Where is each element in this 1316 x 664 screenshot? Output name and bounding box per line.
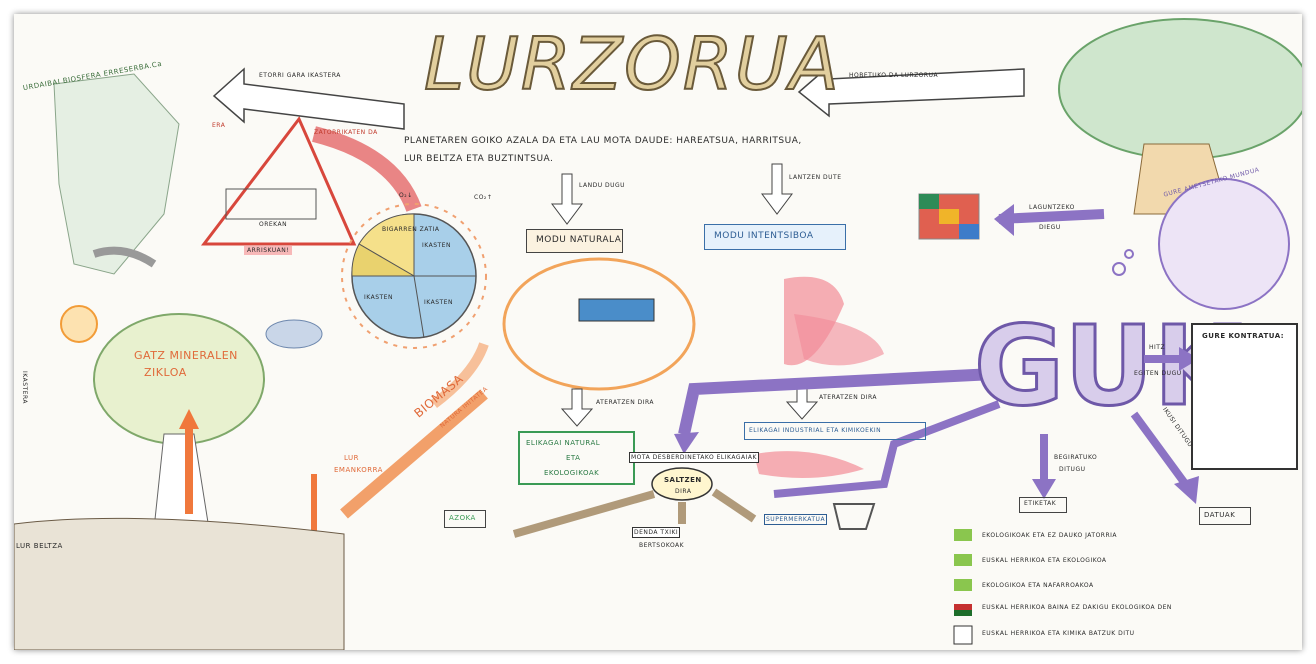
denda-label-2: BERTSOKOAK — [639, 542, 685, 549]
intensive-mode-box — [704, 224, 846, 250]
pie-slice-4: BIGARREN ZATIA — [382, 226, 440, 233]
triangle-left-label: ERA — [212, 122, 226, 129]
balance-note: ARRISKUAN! — [244, 246, 293, 255]
triangle-icon — [200, 116, 357, 246]
natural-down-label: ATERATZEN DIRA — [596, 399, 655, 406]
natural-product-1: ELIKAGAI NATURAL — [526, 439, 601, 447]
denda-label-1: DENDA TXIKI — [632, 527, 681, 538]
cart-icon — [832, 503, 876, 530]
subtitle-line-2: LUR BELTZA ETA BUZTINTSUA. — [404, 154, 554, 164]
natural-mode-box — [526, 229, 623, 253]
arrow-left-icon — [212, 67, 405, 130]
pie-slice-1: IKASTEN — [422, 242, 451, 249]
lur-label-2: EMANKORRA — [334, 466, 383, 474]
balance-label: OREKAN — [259, 221, 288, 228]
natural-product-3: EKOLOGIKOAK — [544, 469, 600, 477]
intensive-arrow-label: LANTZEN DUTE — [789, 174, 842, 181]
azoka-label: AZOKA — [449, 514, 476, 522]
etiketak-item-1: EKOLOGIKOAK ETA EZ DAUKO JATORRIA — [982, 532, 1118, 539]
natural-arrow-label: LANDU DUGU — [579, 182, 626, 189]
o2-label: O₂↓ — [399, 192, 413, 199]
contract-title: GURE KONTRATUA: — [1202, 332, 1285, 340]
page-title: LURZORUA — [423, 21, 841, 107]
contract-notebook-icon — [1191, 323, 1298, 470]
tree-title-2: ZIKLOA — [144, 366, 187, 379]
lur-beltza-label: LUR BELTZA — [16, 542, 63, 550]
azoka-box — [444, 510, 486, 528]
etiketak-box — [1019, 497, 1067, 513]
datuak-box — [1199, 507, 1251, 525]
map-icon — [53, 73, 180, 275]
arrow-label-etorri: ETORRI GARA IKASTERA — [259, 72, 341, 79]
lur-label-1: LUR — [344, 454, 360, 462]
sun-icon — [60, 305, 98, 343]
cloud-icon — [265, 319, 323, 349]
pie-slice-2: IKASTEN — [364, 294, 393, 301]
hobetuko-label: HOBETUKO DA LURZORUA — [849, 72, 939, 79]
saltzen-label-1: SALTZEN — [664, 476, 702, 484]
intensive-down-label: ATERATZEN DIRA — [819, 394, 878, 401]
laguntzeko-label-2: DIEGU — [1039, 224, 1061, 231]
tree-title-1: GATZ MINERALEN — [134, 349, 238, 362]
mota-label: MOTA DESBERDINETAKO ELIKAGAIAK — [629, 452, 759, 463]
apple-tree-icon — [93, 313, 265, 445]
dream-circle-icon — [1158, 178, 1290, 310]
etiketak-item-4: EUSKAL HERRIKOA BAINA EZ DAKIGU EKOLOGIK… — [982, 604, 1172, 611]
begiratuko-label: BEGIRATUKO — [1054, 454, 1098, 461]
saltzen-label-2: DIRA — [675, 488, 692, 495]
etiketak-item-3: EKOLOGIKOA ETA NAFARROAKOA — [982, 582, 1094, 589]
co2-label: CO₂↑ — [474, 194, 493, 201]
etiketak-item-2: EUSKAL HERRIKOA ETA EKOLOGIKOA — [982, 557, 1107, 564]
triangle-right-label: ZATORRIKATEN DA — [314, 129, 378, 136]
pie-slice-3: IKASTEN — [424, 299, 453, 306]
natural-product-2: ETA — [566, 454, 581, 462]
arrow-left-icon-2 — [797, 64, 1025, 118]
intensive-product-box — [744, 422, 926, 440]
intensive-product-label: ELIKAGAI INDUSTRIAL ETA KIMIKOEKIN — [749, 427, 882, 434]
hitz-label: HITZ — [1149, 344, 1166, 351]
subtitle-line-1: PLANETAREN GOIKO AZALA DA ETA LAU MOTA D… — [404, 136, 802, 146]
poster-drawing: GUK — [14, 18, 1302, 650]
etiketak-item-5: EUSKAL HERRIKOA ETA KIMIKA BATZUK DITU — [982, 630, 1135, 637]
datuak-title: DATUAK — [1204, 511, 1236, 519]
etiketak-title: ETIKETAK — [1024, 500, 1057, 507]
poster: GUK LURZORUA PLANETAREN GOIKO AZALA DA E… — [14, 14, 1302, 650]
ditugu-label: DITUGU — [1059, 466, 1086, 473]
intensive-mode-label: MODU INTENTSIBOA — [714, 231, 814, 241]
super-label: SUPERMERKATUA — [764, 514, 828, 525]
ikastera-vertical-label: IKASTERA — [21, 371, 28, 404]
egiten-label: EGITEN DUGU — [1134, 370, 1182, 377]
laguntzeko-label-1: LAGUNTZEKO — [1029, 204, 1075, 211]
natural-mode-label: MODU NATURALA — [536, 235, 622, 245]
tree-canopy-icon — [1058, 18, 1302, 160]
